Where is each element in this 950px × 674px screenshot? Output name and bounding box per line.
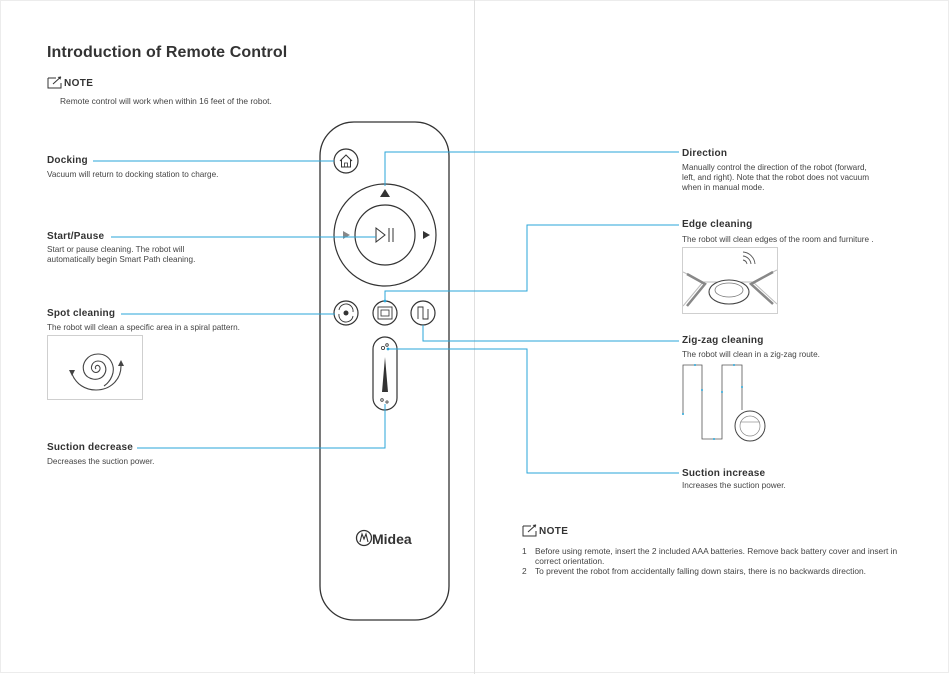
note-header-bottom: NOTE bbox=[522, 524, 568, 537]
edge-cleaning-button[interactable] bbox=[372, 300, 398, 326]
page-fold-divider bbox=[474, 0, 475, 674]
suction-decrease-label: Suction decrease bbox=[47, 442, 134, 453]
suction-increase-label: Suction increase bbox=[682, 468, 766, 479]
arrow-up-icon[interactable] bbox=[380, 189, 390, 197]
spot-cleaning-button[interactable] bbox=[333, 300, 359, 326]
note-list-bottom: 1 Before using remote, insert the 2 incl… bbox=[522, 546, 917, 576]
play-pause-icon bbox=[375, 226, 394, 244]
spot-icon bbox=[338, 303, 354, 323]
zigzag-icon bbox=[417, 306, 429, 320]
edge-cleaning-desc: The robot will clean edges of the room a… bbox=[682, 235, 874, 244]
spot-cleaning-desc: The robot will clean a specific area in … bbox=[47, 323, 240, 332]
spiral-icon bbox=[69, 353, 124, 391]
callout-dots bbox=[383, 299, 390, 351]
note-item: 2 To prevent the robot from accidentally… bbox=[522, 566, 866, 576]
note-icon bbox=[47, 76, 63, 89]
callout-lines bbox=[93, 151, 679, 474]
docking-button[interactable] bbox=[333, 148, 359, 174]
zigzag-cleaning-label: Zig-zag cleaning bbox=[682, 335, 764, 346]
suction-decrease-desc: Decreases the suction power. bbox=[47, 457, 155, 466]
suction-slider-icon bbox=[380, 343, 389, 404]
brand-logo: Midea bbox=[355, 529, 412, 547]
suction-increase-desc: Increases the suction power. bbox=[682, 481, 786, 490]
robot-edge-illustration bbox=[682, 251, 778, 307]
docking-label: Docking bbox=[47, 155, 88, 166]
edge-cleaning-image bbox=[682, 247, 778, 314]
start-pause-label: Start/Pause bbox=[47, 231, 105, 242]
page-title: Introduction of Remote Control bbox=[47, 44, 288, 61]
direction-label: Direction bbox=[682, 148, 728, 159]
direction-desc: Manually control the direction of the ro… bbox=[682, 163, 870, 192]
docking-desc: Vacuum will return to docking station to… bbox=[47, 170, 219, 179]
note-text-top: Remote control will work when within 16 … bbox=[60, 96, 272, 106]
home-icon bbox=[339, 154, 353, 168]
note-icon bbox=[522, 524, 538, 537]
zigzag-cleaning-button[interactable] bbox=[410, 300, 436, 326]
arrow-right-icon[interactable] bbox=[423, 231, 430, 239]
note-label: NOTE bbox=[539, 526, 569, 537]
suction-slider[interactable] bbox=[372, 336, 398, 411]
zigzag-route-illustration bbox=[682, 364, 766, 442]
start-pause-desc: Start or pause cleaning. The robot will … bbox=[47, 245, 196, 264]
spiral-pattern-image bbox=[47, 335, 143, 400]
zigzag-cleaning-desc: The robot will clean in a zig-zag route. bbox=[682, 350, 820, 359]
brand-name: Midea bbox=[372, 531, 412, 547]
edge-cleaning-label: Edge cleaning bbox=[682, 219, 753, 230]
start-pause-button[interactable] bbox=[354, 204, 416, 266]
note-item: 1 Before using remote, insert the 2 incl… bbox=[522, 546, 898, 566]
spot-cleaning-label: Spot cleaning bbox=[47, 308, 116, 319]
edge-icon bbox=[377, 306, 393, 320]
note-header-top: NOTE bbox=[47, 76, 93, 89]
note-label: NOTE bbox=[64, 78, 94, 89]
